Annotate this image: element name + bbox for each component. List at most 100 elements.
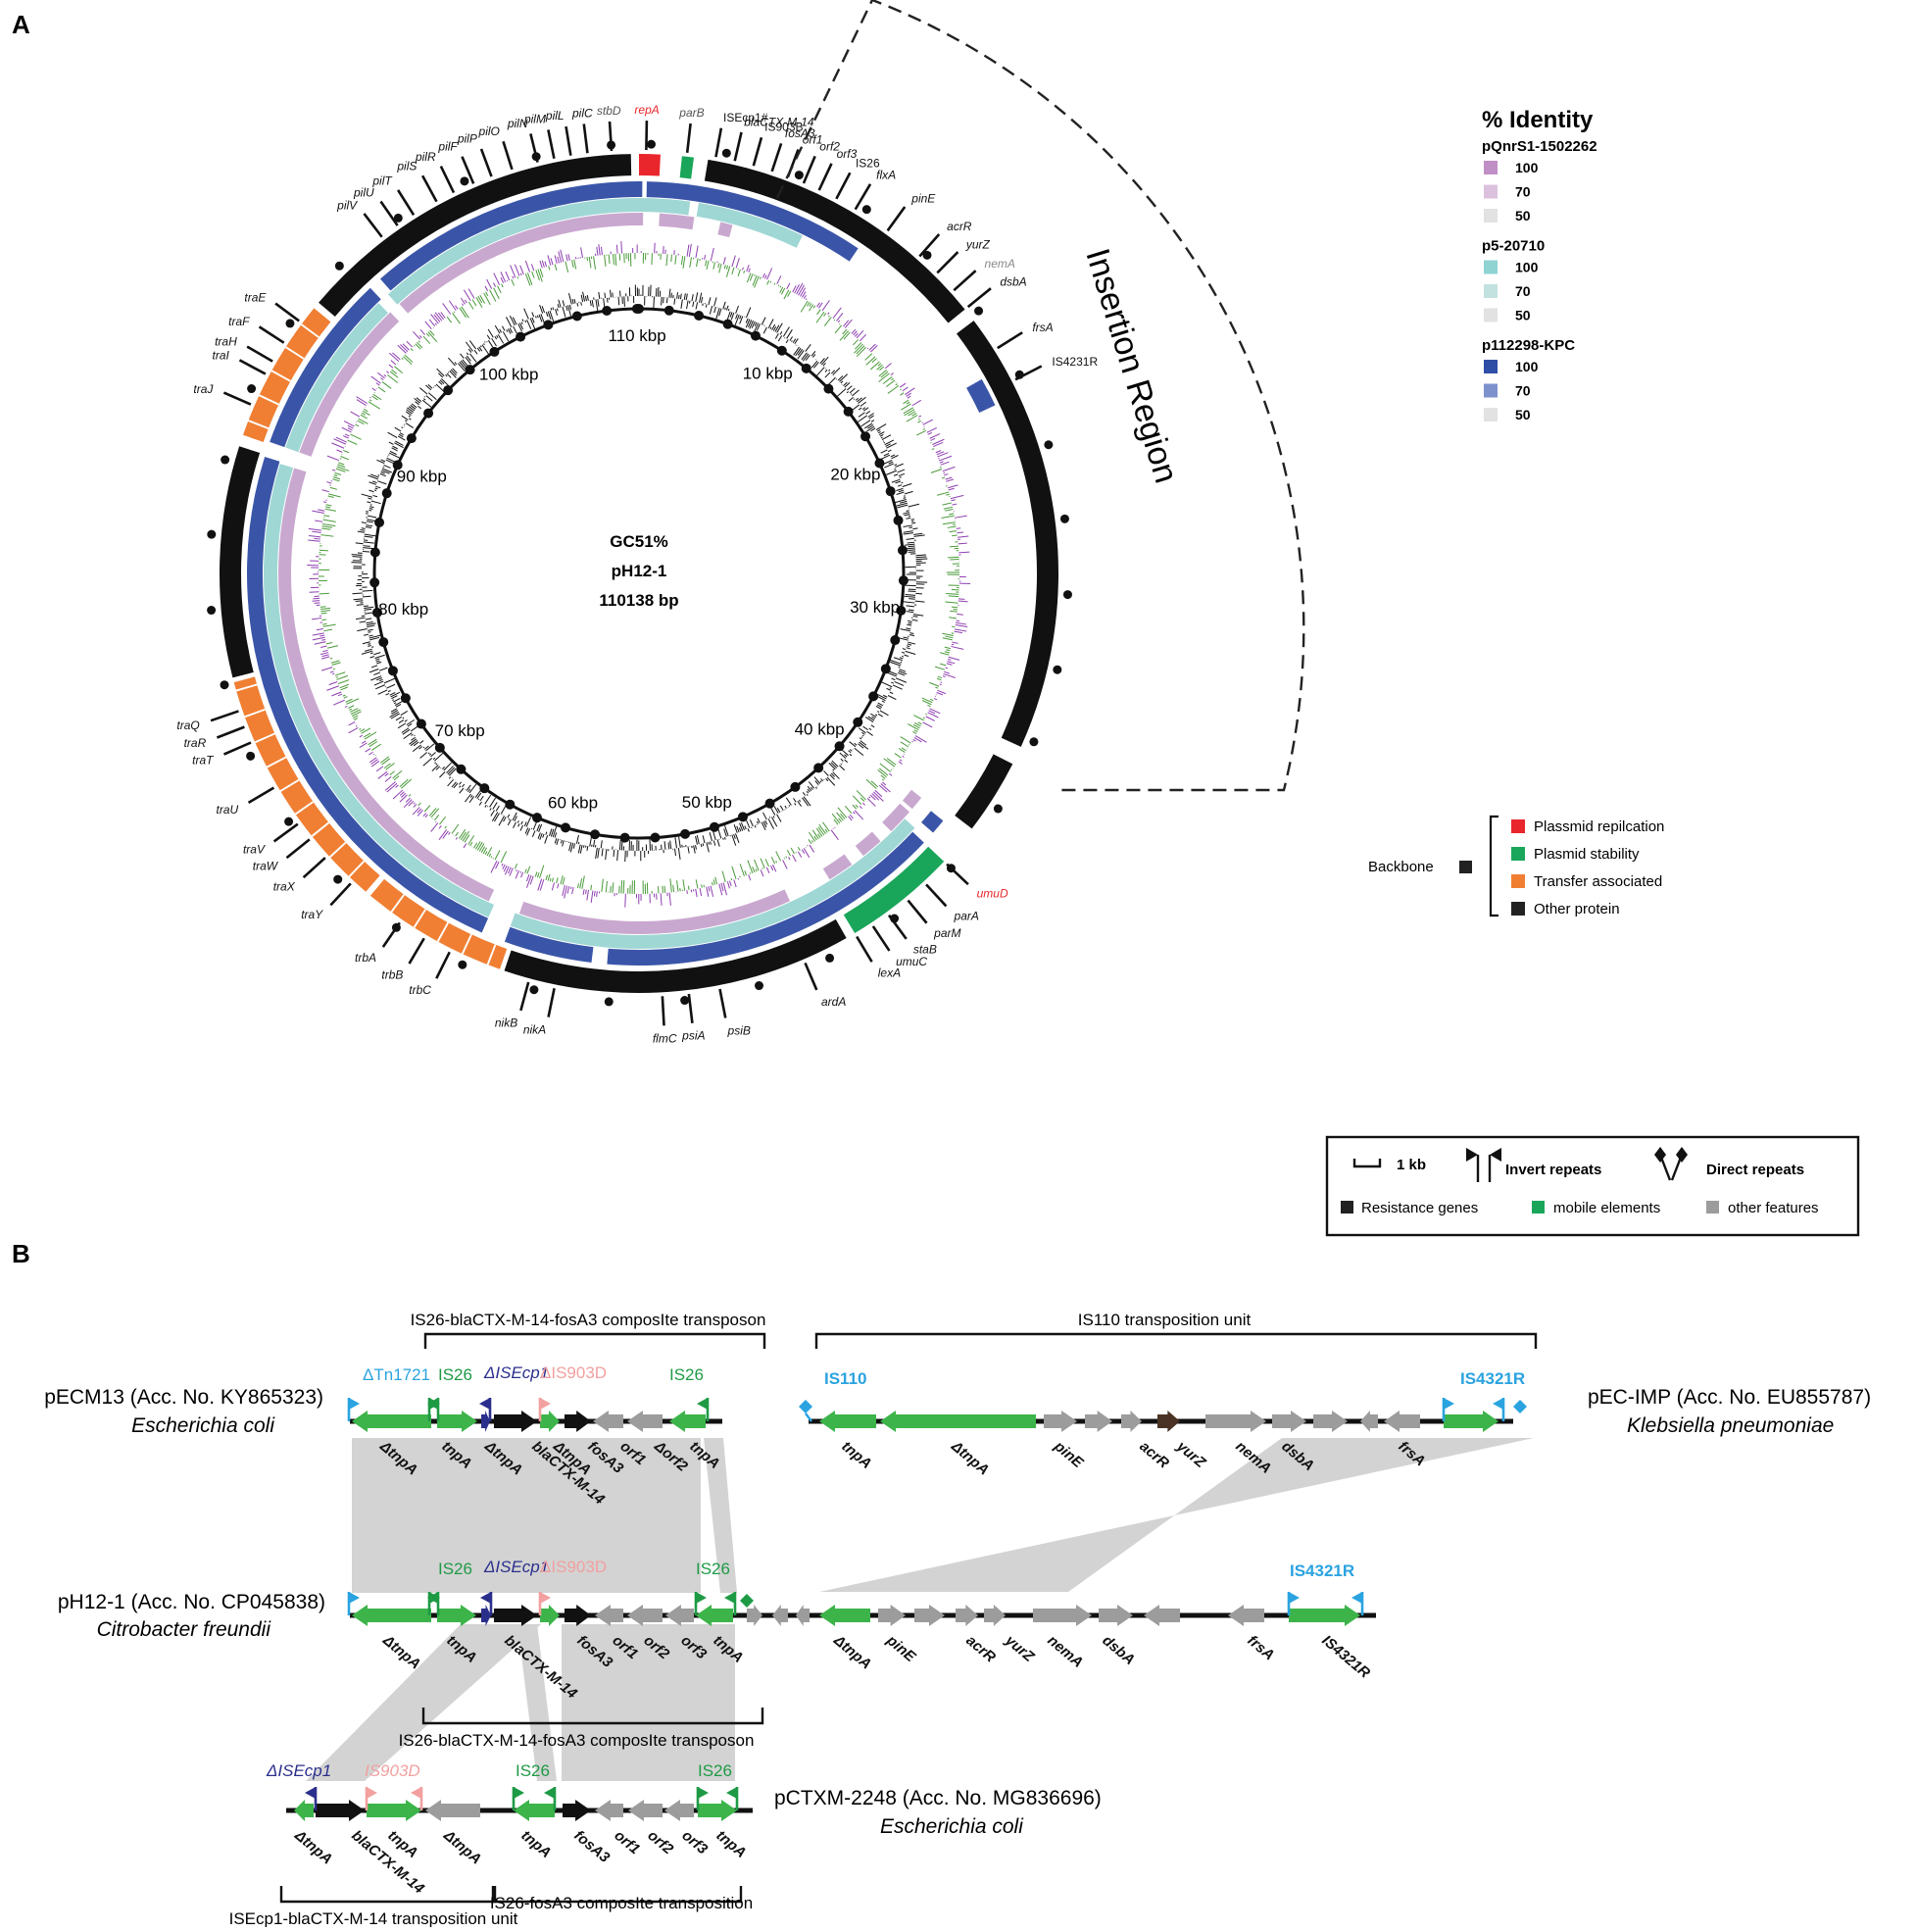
element-label: IS26 — [696, 1560, 730, 1578]
gc-skew-mark — [426, 333, 429, 336]
gc-content-mark — [557, 839, 559, 845]
gc-skew-mark — [489, 854, 491, 857]
gc-skew-mark — [355, 424, 359, 426]
gc-skew-mark — [429, 320, 435, 326]
gc-skew-mark — [940, 467, 942, 468]
gc-content-mark — [553, 307, 554, 309]
gene-label: nemA — [1044, 1632, 1086, 1671]
gc-content-mark — [903, 533, 912, 535]
gc-content-mark — [398, 436, 405, 440]
gc-content-mark — [396, 717, 402, 719]
plasmid-species-pecm13: Escherichia coli — [131, 1414, 275, 1437]
gc-skew-mark — [527, 867, 530, 874]
gc-skew-mark — [914, 730, 918, 732]
gc-content-mark — [465, 794, 470, 802]
gc-content-mark — [373, 672, 379, 674]
gc-skew-mark — [485, 851, 487, 854]
gc-content-mark — [677, 292, 678, 298]
gc-skew-mark — [786, 857, 787, 859]
gc-skew-mark — [373, 754, 374, 755]
gc-skew-mark — [957, 614, 962, 615]
gc-skew-mark — [362, 728, 370, 733]
gc-content-mark — [352, 557, 362, 558]
gc-content-mark — [543, 834, 544, 838]
gc-content-mark — [364, 607, 373, 608]
gc-skew-mark — [749, 269, 750, 272]
gc-skew-mark — [323, 624, 336, 626]
gc-content-mark — [736, 314, 738, 319]
gc-skew-mark — [424, 806, 430, 812]
gene-leader-line — [806, 963, 817, 990]
gc-content-mark — [778, 335, 781, 341]
gc-content-mark — [367, 625, 374, 627]
gc-content-mark — [795, 803, 796, 805]
gc-content-mark — [362, 522, 367, 523]
feature-marker-dot — [246, 752, 255, 761]
gc-skew-mark — [896, 384, 898, 385]
gc-content-mark — [604, 298, 605, 307]
gc-content-mark — [625, 851, 626, 862]
gc-skew-mark — [502, 284, 504, 287]
gc-content-mark — [430, 752, 435, 756]
gc-content-mark — [912, 528, 917, 529]
gc-content-mark — [654, 296, 655, 308]
gc-skew-mark — [945, 602, 958, 603]
feature-marker-dot — [1060, 515, 1069, 523]
gc-skew-mark — [912, 741, 913, 742]
gene-label: pilS — [396, 160, 417, 173]
gene-label: tnpA — [517, 1827, 554, 1861]
gc-skew-mark — [526, 875, 531, 888]
gc-skew-mark — [322, 650, 327, 651]
gc-skew-mark — [461, 298, 465, 304]
axis-tick-dot — [751, 331, 761, 341]
gc-content-mark — [368, 516, 376, 518]
gene-leader-line — [211, 711, 238, 720]
gc-skew-mark — [322, 524, 335, 526]
gc-content-mark — [915, 555, 925, 556]
gc-content-mark — [895, 465, 897, 466]
gc-content-mark — [757, 821, 758, 824]
identity-swatch — [1484, 284, 1498, 298]
gc-skew-mark — [895, 754, 902, 759]
gc-content-mark — [863, 726, 868, 729]
gc-skew-mark — [337, 467, 350, 471]
element-label: ΔTn1721 — [363, 1365, 430, 1384]
gc-skew-mark — [669, 893, 670, 906]
gc-skew-mark — [414, 345, 415, 346]
gc-content-mark — [546, 832, 547, 835]
gene-label: frsA — [1244, 1632, 1277, 1663]
gc-content-mark — [674, 298, 675, 304]
gc-skew-mark — [818, 827, 824, 835]
gc-skew-mark — [844, 332, 850, 339]
invert-repeat-label: Invert repeats — [1505, 1162, 1601, 1178]
gene-arrow — [669, 1411, 706, 1432]
plasmid-name-pctxm: pCTXM-2248 (Acc. No. MG836696) — [774, 1787, 1102, 1809]
gc-skew-mark — [332, 470, 335, 471]
gc-skew-mark — [807, 845, 808, 846]
gc-content-mark — [669, 289, 670, 298]
gc-content-mark — [367, 623, 376, 625]
gc-skew-mark — [597, 247, 598, 256]
gc-skew-mark — [326, 505, 332, 506]
gc-skew-mark — [777, 275, 781, 284]
gc-content-mark — [739, 827, 741, 831]
axis-tick-dot — [572, 311, 582, 321]
gc-content-mark — [371, 501, 381, 504]
gc-content-mark — [403, 729, 410, 734]
gc-skew-mark — [800, 288, 805, 297]
identity-value-label: 70 — [1515, 184, 1531, 200]
gc-content-mark — [732, 835, 736, 846]
gc-content-mark — [748, 828, 749, 831]
gc-skew-mark — [784, 290, 789, 299]
gc-skew-mark — [349, 721, 356, 724]
gc-skew-mark — [464, 290, 470, 301]
gene-leader-line — [720, 989, 726, 1017]
element-label: IS26 — [669, 1365, 704, 1384]
gc-skew-mark — [939, 456, 952, 461]
gc-skew-mark — [948, 557, 959, 558]
identity-swatch — [1484, 384, 1498, 398]
gc-skew-mark — [491, 857, 492, 858]
gene-leader-line — [364, 214, 381, 237]
gc-skew-mark — [855, 333, 858, 336]
axis-tick-dot — [417, 719, 426, 729]
